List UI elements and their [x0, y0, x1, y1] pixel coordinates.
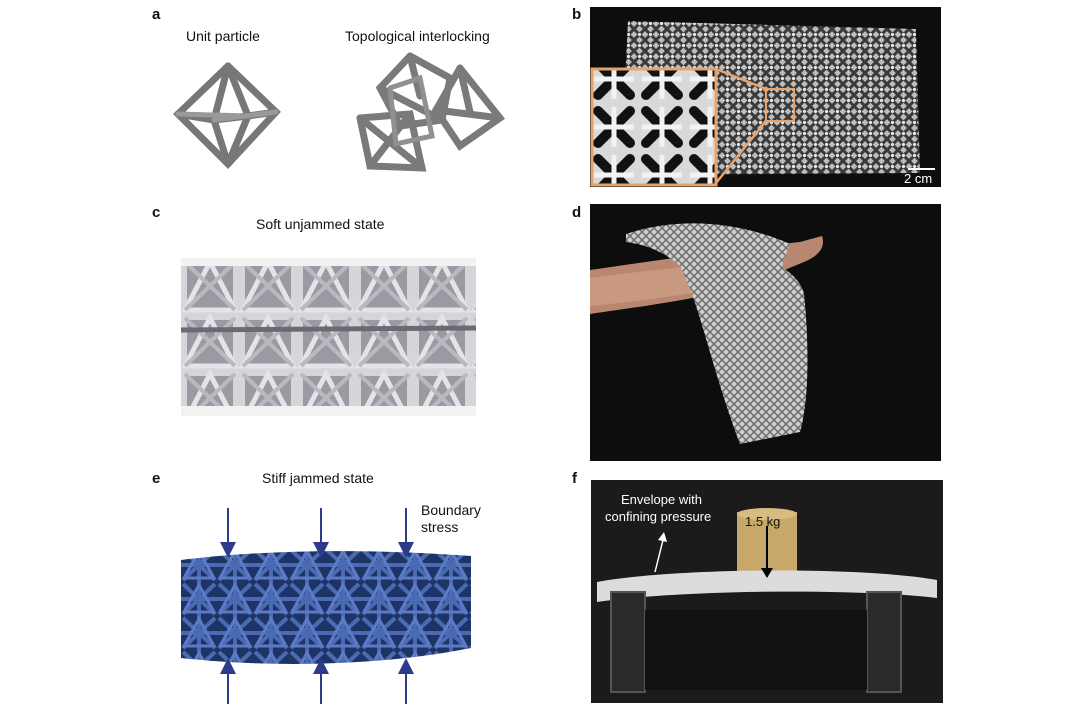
panel-d-label: d [572, 204, 582, 221]
envelope-caption-line1: Envelope with [621, 492, 702, 507]
load-test-photo: Envelope with confining pressure 1.5 kg [591, 480, 943, 703]
panel-f-label: f [572, 470, 577, 487]
unit-particle-image [172, 62, 281, 170]
fabric-sheet-photo: 2 cm [590, 7, 941, 187]
panel-c-label: c [152, 204, 161, 221]
fabric-on-hand-photo [590, 204, 941, 461]
boundary-stress-arrows [220, 508, 414, 704]
panel-a-label: a [152, 6, 161, 23]
panel-b-label: b [572, 6, 582, 23]
jammed-lattice-image [181, 548, 471, 668]
boundary-stress-line2: stress [421, 519, 459, 535]
weight-label: 1.5 kg [745, 514, 781, 529]
unjammed-lattice-image [181, 258, 476, 416]
topological-interlocking-caption: Topological interlocking [345, 28, 490, 44]
scale-bar-label: 2 cm [904, 171, 933, 186]
unit-particle-caption: Unit particle [186, 28, 260, 44]
boundary-stress-line1: Boundary [421, 502, 481, 518]
envelope-caption-line2: confining pressure [605, 509, 712, 524]
panel-e-label: e [152, 470, 161, 487]
interlocking-particles-image [356, 52, 506, 172]
soft-unjammed-caption: Soft unjammed state [256, 216, 385, 232]
stiff-jammed-caption: Stiff jammed state [262, 470, 374, 486]
